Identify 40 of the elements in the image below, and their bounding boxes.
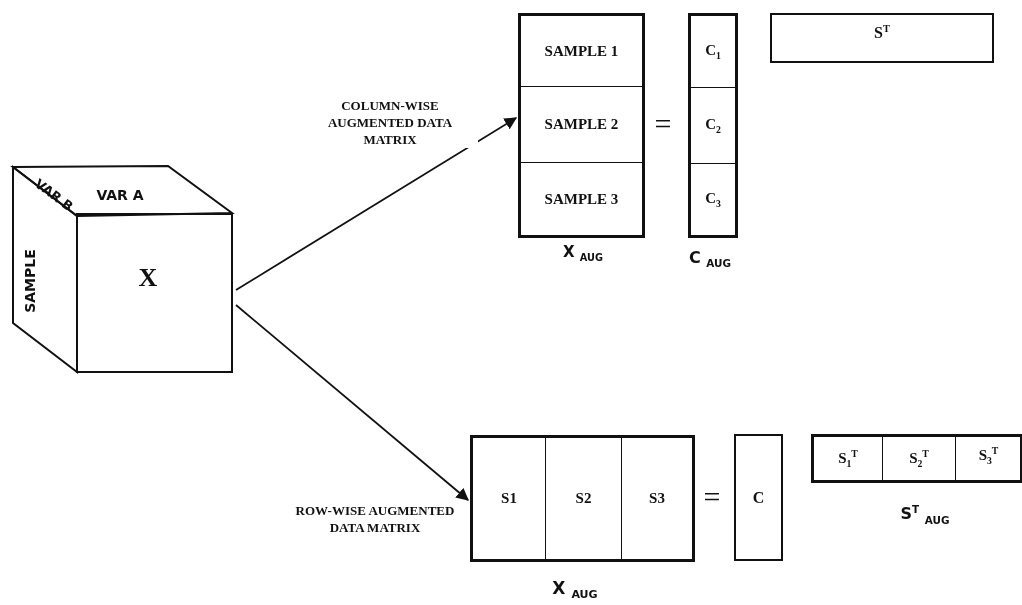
axis-label: VAR A bbox=[96, 187, 144, 203]
matrix-box bbox=[734, 434, 783, 561]
matrix-cell bbox=[813, 436, 883, 481]
matrix-cell bbox=[520, 86, 643, 163]
matrix-cell bbox=[882, 436, 956, 481]
cell-text: SAMPLE 2 bbox=[544, 116, 619, 133]
matrix-label: C $_{AUG}$ bbox=[688, 248, 732, 270]
equals-sign: = bbox=[703, 480, 721, 514]
arrow bbox=[235, 117, 518, 291]
matrix-cell bbox=[955, 436, 1022, 481]
cell-text: S$^{T}$ bbox=[874, 23, 890, 43]
matrix-cell bbox=[690, 15, 736, 88]
cell-text: C$_{3}$ bbox=[705, 190, 721, 209]
arrow bbox=[235, 304, 469, 501]
axis-label: SAMPLE bbox=[22, 249, 38, 313]
matrix-symbol: X bbox=[138, 263, 158, 293]
cell-text: SAMPLE 1 bbox=[544, 42, 619, 60]
matrix-box bbox=[518, 13, 645, 238]
matrix-cell bbox=[690, 87, 736, 164]
matrix-label: X $_{AUG}$ bbox=[551, 578, 599, 602]
cube-drawing bbox=[10, 163, 236, 375]
matrix-cell bbox=[690, 163, 736, 236]
matrix-box bbox=[811, 434, 1022, 483]
cell-text: C bbox=[752, 488, 765, 507]
matrix-cell bbox=[545, 437, 622, 560]
cell-text: S2 bbox=[575, 490, 592, 507]
matrix-box bbox=[470, 435, 695, 562]
cell-text: C$_{1}$ bbox=[705, 42, 721, 61]
cell-text: C$_{2}$ bbox=[705, 116, 721, 135]
matrix-cell bbox=[520, 162, 643, 236]
matrix-cell bbox=[621, 437, 693, 560]
matrix-box bbox=[688, 13, 738, 238]
cell-text: S3 bbox=[649, 490, 665, 507]
cell-text: SAMPLE 3 bbox=[544, 190, 619, 208]
cell-text: S1 bbox=[501, 490, 517, 507]
matrix-cell bbox=[520, 15, 643, 87]
matrix-box bbox=[770, 13, 994, 63]
matrix-cell bbox=[472, 437, 546, 560]
matrix-label: X $_{AUG}$ bbox=[562, 243, 604, 263]
equals-sign: = bbox=[654, 107, 672, 141]
